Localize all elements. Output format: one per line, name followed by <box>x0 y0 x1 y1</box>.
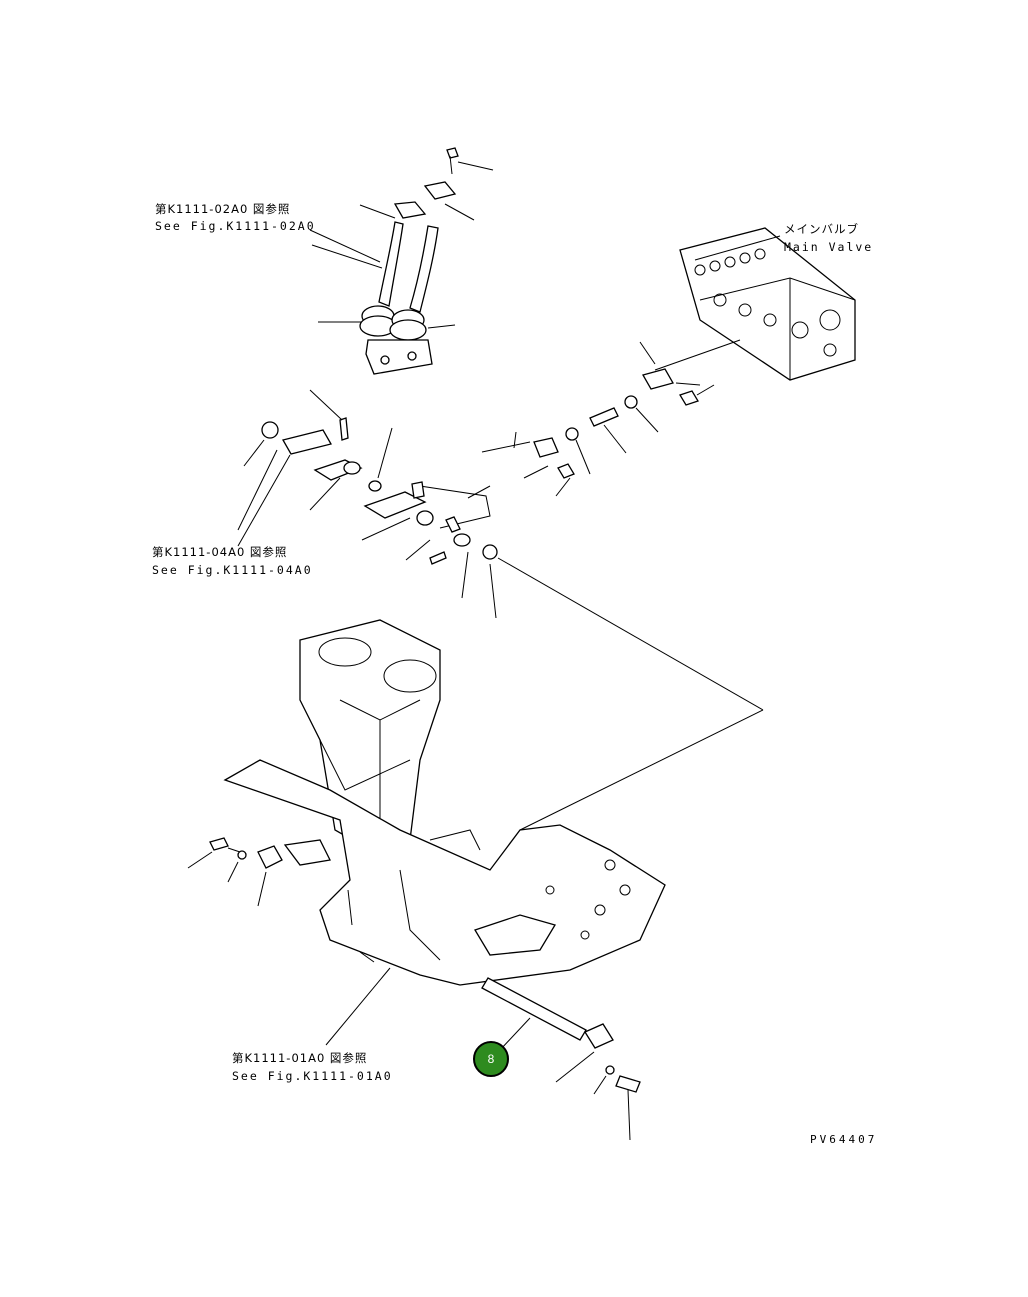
control-lever-assembly <box>311 147 494 375</box>
linkage-ref-jp: 第K1111-04A0 図参照 <box>152 545 288 559</box>
frame-ref-en: See Fig.K1111-01A0 <box>232 1069 393 1083</box>
main-valve <box>654 227 856 381</box>
drawing-code: PV64407 <box>810 1133 878 1146</box>
reference-leaders <box>237 229 391 1046</box>
linkage-ref-en: See Fig.K1111-04A0 <box>152 563 313 577</box>
lever-ref-jp: 第K1111-02A0 図参照 <box>155 202 291 216</box>
lever-stand-frame <box>223 619 764 986</box>
main-valve-label-jp: メインバルブ <box>784 222 859 236</box>
frame-ref-jp: 第K1111-01A0 図参照 <box>232 1051 368 1065</box>
lever-ref-en: See Fig.K1111-02A0 <box>155 219 316 233</box>
linkage-parts <box>237 341 764 711</box>
bottom-parts <box>187 837 641 1141</box>
part-callout-8[interactable]: 8 <box>473 1041 509 1077</box>
main-valve-label-en: Main Valve <box>784 240 874 254</box>
